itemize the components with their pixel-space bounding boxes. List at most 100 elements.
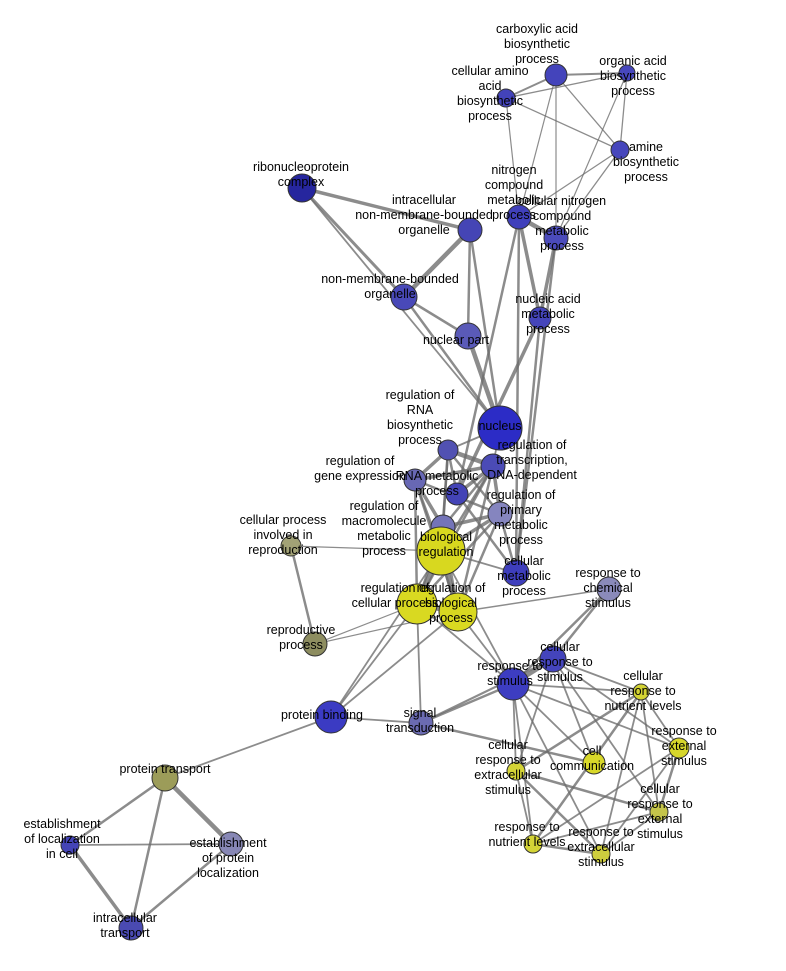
node-protein-binding[interactable] bbox=[314, 700, 348, 734]
node-biological-regulation[interactable] bbox=[416, 526, 466, 576]
edge-rna-metabolic-process--cellular-metabolic-process bbox=[455, 492, 518, 575]
edge-signal-transduction--cell-communication bbox=[419, 721, 596, 765]
node-regulation-of-cellular-process[interactable] bbox=[396, 583, 438, 625]
node-cellular-process-involved-in-reproduction[interactable] bbox=[280, 535, 302, 557]
edge-cellular-response-to-extracellular-stimulus--response-to-nutrient-levels bbox=[515, 770, 534, 845]
edge-cellular-response-to-extracellular-stimulus--cellular-response-to-external-stimulus bbox=[514, 769, 661, 814]
edge-amine-biosynthetic-process--cellular-nitrogen-compound-metabolic-process bbox=[555, 149, 621, 239]
node-intracellular-non-membrane-bounded-organelle[interactable] bbox=[457, 217, 483, 243]
edge-cellular-process-involved-in-reproduction--biological-regulation bbox=[290, 545, 442, 552]
edge-carboxylic-acid-biosynthetic-process--amine-biosynthetic-process bbox=[555, 74, 621, 151]
node-nuclear-part[interactable] bbox=[454, 322, 482, 350]
edge-response-to-chemical-stimulus--regulation-of-biological-process bbox=[457, 588, 610, 613]
node-regulation-of-rna-biosynthetic-process[interactable] bbox=[437, 439, 459, 461]
node-response-to-extracellular-stimulus[interactable] bbox=[591, 844, 611, 864]
node-cellular-nitrogen-compound-metabolic-process[interactable] bbox=[543, 225, 569, 251]
edge-protein-transport--intracellular-transport bbox=[129, 776, 167, 930]
edge-response-to-stimulus--regulation-of-cellular-process bbox=[416, 603, 514, 685]
edge-cellular-amino-acid-biosynthetic-process--nitrogen-compound-metabolic-process bbox=[505, 97, 520, 218]
node-regulation-of-primary-metabolic-process[interactable] bbox=[487, 501, 513, 527]
node-cellular-amino-acid-biosynthetic-process[interactable] bbox=[496, 88, 516, 108]
edge-nitrogen-compound-metabolic-process--nucleic-acid-metabolic-process bbox=[517, 215, 542, 320]
node-response-to-stimulus[interactable] bbox=[496, 667, 530, 701]
node-nucleus[interactable] bbox=[477, 405, 523, 451]
node-protein-transport[interactable] bbox=[151, 764, 179, 792]
node-reproductive-process[interactable] bbox=[302, 631, 328, 657]
edge-cellular-response-to-stimulus--cellular-response-to-external-stimulus bbox=[552, 658, 660, 813]
node-amine-biosynthetic-process[interactable] bbox=[610, 140, 630, 160]
node-nitrogen-compound-metabolic-process[interactable] bbox=[506, 204, 532, 230]
edge-cellular-nitrogen-compound-metabolic-process--cellular-metabolic-process bbox=[514, 236, 558, 575]
edge-cellular-response-to-stimulus--response-to-chemical-stimulus bbox=[551, 587, 611, 661]
node-cellular-response-to-stimulus[interactable] bbox=[539, 645, 567, 673]
edge-protein-binding--biological-regulation bbox=[330, 550, 442, 718]
edge-response-to-external-stimulus--cellular-response-to-external-stimulus bbox=[657, 746, 681, 814]
node-regulation-of-gene-expression[interactable] bbox=[403, 468, 427, 492]
node-regulation-of-transcription-dna-dependent[interactable] bbox=[480, 453, 506, 479]
node-cellular-response-to-extracellular-stimulus[interactable] bbox=[506, 761, 526, 781]
node-establishment-of-protein-localization[interactable] bbox=[218, 831, 244, 857]
edge-cellular-response-to-nutrient-levels--response-to-extracellular-stimulus bbox=[600, 691, 642, 855]
edge-nitrogen-compound-metabolic-process--cellular-metabolic-process bbox=[514, 215, 521, 575]
node-intracellular-transport[interactable] bbox=[118, 915, 144, 941]
node-cellular-response-to-nutrient-levels[interactable] bbox=[632, 683, 650, 701]
node-response-to-chemical-stimulus[interactable] bbox=[596, 576, 622, 602]
node-nucleic-acid-metabolic-process[interactable] bbox=[528, 306, 552, 330]
edge-cellular-amino-acid-biosynthetic-process--amine-biosynthetic-process bbox=[505, 97, 621, 151]
node-cell-communication[interactable] bbox=[582, 751, 606, 775]
edge-carboxylic-acid-biosynthetic-process--nitrogen-compound-metabolic-process bbox=[518, 74, 557, 218]
edge-regulation-of-gene-expression--regulation-of-cellular-process bbox=[413, 478, 419, 606]
edge-organic-acid-biosynthetic-process--cellular-amino-acid-biosynthetic-process bbox=[505, 72, 628, 99]
node-signal-transduction[interactable] bbox=[408, 710, 434, 736]
edge-amine-biosynthetic-process--nitrogen-compound-metabolic-process bbox=[518, 149, 621, 218]
edge-response-to-extracellular-stimulus--cellular-response-to-external-stimulus bbox=[600, 811, 660, 855]
edge-cellular-process-involved-in-reproduction--reproductive-process bbox=[289, 544, 317, 646]
node-organic-acid-biosynthetic-process[interactable] bbox=[618, 64, 636, 82]
node-non-membrane-bounded-organelle[interactable] bbox=[390, 283, 418, 311]
node-regulation-of-biological-process[interactable] bbox=[438, 592, 478, 632]
edge-cellular-response-to-extracellular-stimulus--response-to-extracellular-stimulus bbox=[514, 769, 603, 856]
node-establishment-of-localization-in-cell[interactable] bbox=[60, 835, 80, 855]
edge-nucleic-acid-metabolic-process--cellular-metabolic-process bbox=[514, 316, 542, 575]
edge-establishment-of-localization-in-cell--intracellular-transport bbox=[68, 843, 133, 930]
node-cellular-metabolic-process[interactable] bbox=[502, 559, 530, 587]
node-response-to-external-stimulus[interactable] bbox=[668, 737, 690, 759]
edge-cellular-response-to-stimulus--response-to-external-stimulus bbox=[552, 658, 680, 749]
edge-response-to-stimulus--response-to-extracellular-stimulus bbox=[512, 683, 602, 855]
edge-response-to-external-stimulus--response-to-extracellular-stimulus bbox=[600, 747, 680, 855]
edge-establishment-of-protein-localization--intracellular-transport bbox=[129, 842, 233, 930]
node-carboxylic-acid-biosynthetic-process[interactable] bbox=[544, 63, 568, 87]
edge-intracellular-non-membrane-bounded-organelle--nucleus bbox=[468, 228, 502, 430]
node-ribonucleoprotein-complex[interactable] bbox=[287, 173, 317, 203]
node-response-to-nutrient-levels[interactable] bbox=[523, 834, 543, 854]
edge-protein-binding--regulation-of-biological-process bbox=[330, 611, 459, 718]
node-layer bbox=[60, 63, 690, 941]
edge-protein-transport--establishment-of-protein-localization bbox=[162, 775, 234, 847]
node-rna-metabolic-process[interactable] bbox=[445, 482, 469, 506]
edge-cell-communication--response-to-stimulus bbox=[512, 683, 595, 764]
node-cellular-response-to-external-stimulus[interactable] bbox=[649, 802, 669, 822]
